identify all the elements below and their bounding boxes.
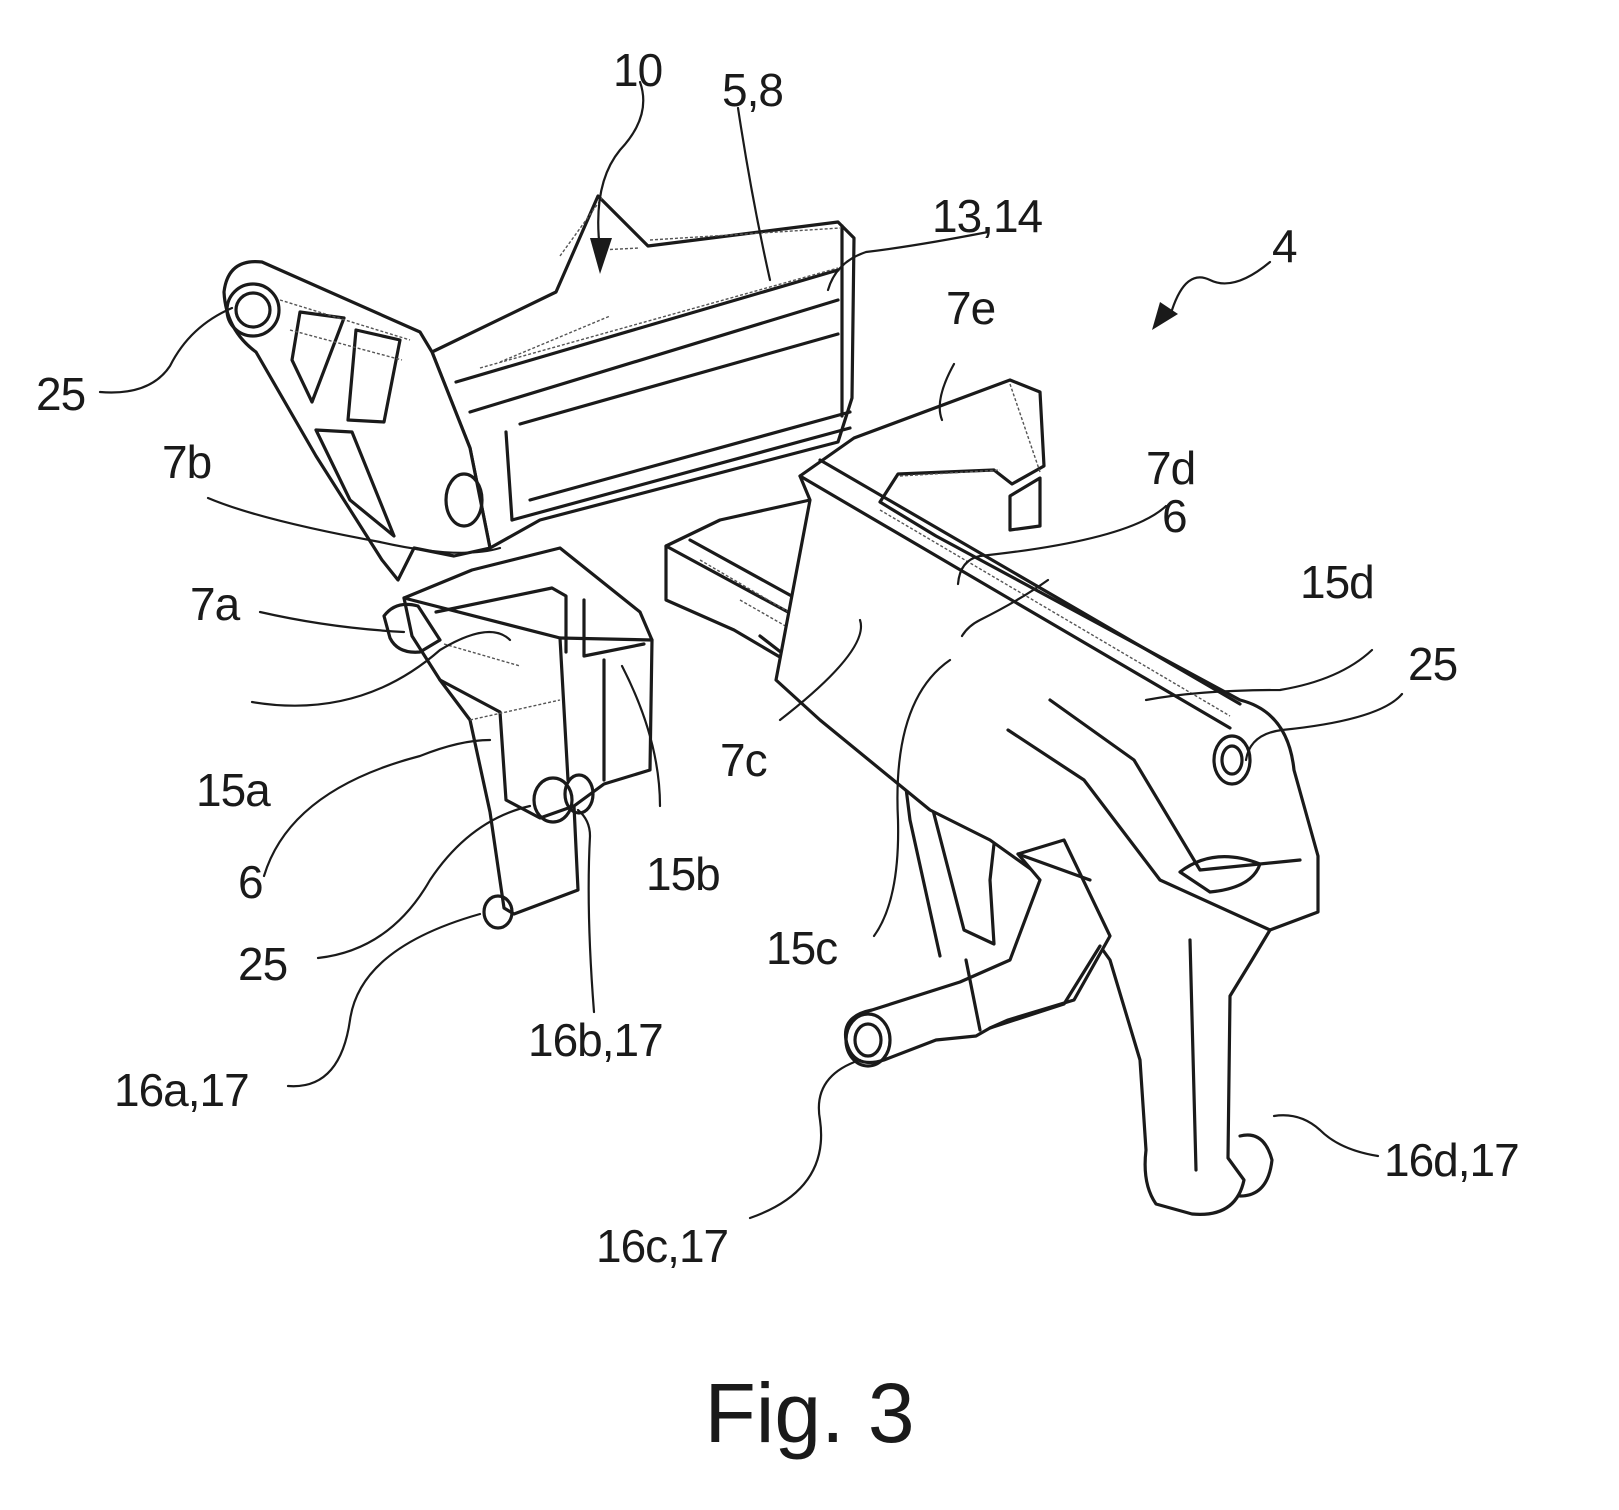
label-16c-17: 16c,17 (596, 1220, 728, 1272)
tray-housing (430, 194, 856, 550)
label-25-top-left: 25 (36, 368, 85, 420)
label-7a: 7a (190, 578, 241, 630)
label-6-right: 6 (1162, 490, 1187, 542)
label-16d-17: 16d,17 (1384, 1134, 1519, 1186)
label-15b: 15b (646, 848, 720, 900)
label-25-right: 25 (1408, 638, 1457, 690)
reference-numerals: 10 5,8 13,14 4 7e 25 7b 7d 6 15d 7a 25 1… (36, 44, 1520, 1272)
label-4: 4 (1272, 220, 1297, 272)
left-leg-assembly (382, 546, 654, 930)
label-6-left: 6 (238, 856, 263, 908)
arrow-4 (1152, 260, 1272, 330)
label-7c: 7c (720, 734, 767, 786)
right-arm (774, 378, 1320, 1216)
label-16a-17: 16a,17 (114, 1064, 249, 1116)
label-16b-17: 16b,17 (528, 1014, 663, 1066)
figure-caption: Fig. 3 (704, 1366, 915, 1460)
label-15c: 15c (766, 922, 837, 974)
lower-cross-member (843, 838, 1112, 1068)
label-25-bottom-left: 25 (238, 938, 287, 990)
arrow-10 (590, 80, 645, 274)
leader-lines (98, 106, 1404, 1220)
left-bracket-plate (222, 259, 492, 582)
label-15a: 15a (196, 764, 271, 816)
label-5-8: 5,8 (722, 64, 783, 116)
label-7d: 7d (1146, 442, 1195, 494)
label-7b: 7b (162, 436, 211, 488)
label-15d: 15d (1300, 556, 1374, 608)
label-7e: 7e (946, 282, 995, 334)
label-10: 10 (613, 44, 662, 96)
label-13-14: 13,14 (932, 190, 1043, 242)
